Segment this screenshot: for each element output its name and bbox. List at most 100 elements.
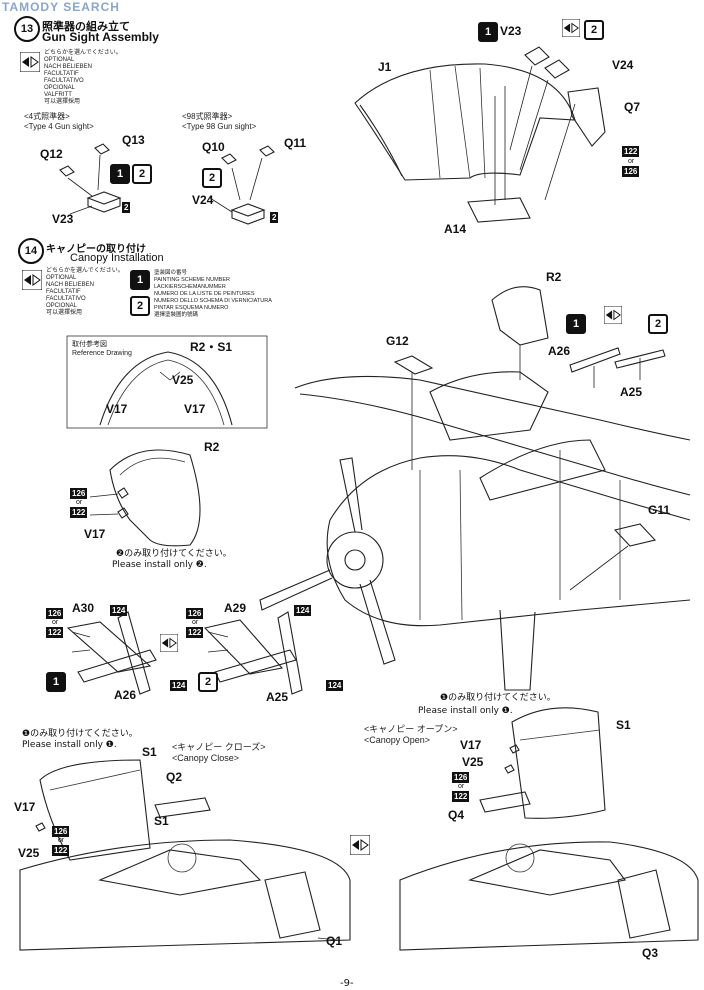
step-14-number: 14 xyxy=(18,238,44,264)
badge-122-top: 122 xyxy=(622,146,640,157)
part-s1-a: S1 xyxy=(142,745,157,759)
scheme-2-top-icon: 2 xyxy=(584,20,604,40)
badge-126-close: 126 xyxy=(52,826,70,837)
badge-122-rail-b: 122 xyxy=(186,627,204,638)
part-a25-b: A25 xyxy=(266,690,289,704)
or-open: or xyxy=(458,783,465,790)
canopy-open-label: <キャノピー オープン> <Canopy Open> xyxy=(364,724,458,745)
part-a30: A30 xyxy=(72,601,95,615)
or-canopy: or xyxy=(76,499,83,506)
step-13-number: 13 xyxy=(14,16,40,42)
scheme-2-icon: 2 xyxy=(132,164,152,184)
part-a25-a: A25 xyxy=(620,385,643,399)
part-v24-b: V24 xyxy=(612,58,634,72)
type98-label: <98式照準器> <Type 98 Gun sight> xyxy=(182,112,257,131)
part-q4: Q4 xyxy=(448,808,465,822)
scheme-2-rail-icon: 2 xyxy=(198,672,218,692)
badge-122-close: 122 xyxy=(52,845,70,856)
or-close: or xyxy=(58,837,65,844)
step-13-title-jp: 照準器の組み立て xyxy=(42,20,130,33)
or-rail-a: or xyxy=(52,619,59,626)
ref-v17-left: V17 xyxy=(106,402,128,416)
part-v23-b: V23 xyxy=(500,24,522,38)
install-only-1-jp-b: ❶のみ取り付けてください。 xyxy=(440,693,556,703)
optional-arrows-rail-icon xyxy=(159,633,179,653)
badge-126-top: 126 xyxy=(622,166,640,177)
part-q1: Q1 xyxy=(326,934,343,948)
type4-label: <4式照準器> <Type 4 Gun sight> xyxy=(24,112,94,131)
install-only-1-en-b: Please install only ❶. xyxy=(418,706,513,716)
optional-arrows-icon xyxy=(19,51,41,73)
part-r2-b: R2 xyxy=(546,270,562,284)
part-g12: G12 xyxy=(386,334,409,348)
badge-124-d: 124 xyxy=(326,680,344,691)
optional-arrows-mid-icon xyxy=(603,305,623,325)
or-rail-b: or xyxy=(192,619,199,626)
ref-v25: V25 xyxy=(172,373,194,387)
badge-124-a: 124 xyxy=(110,605,128,616)
part-v17-c: V17 xyxy=(460,738,482,752)
or-top: or xyxy=(628,158,635,165)
ref-r2-s1: R2・S1 xyxy=(190,340,233,354)
badge-2-b: 2 xyxy=(270,212,279,223)
badge-122-open: 122 xyxy=(452,791,470,802)
part-r2-a: R2 xyxy=(204,440,220,454)
part-a14: A14 xyxy=(444,222,467,236)
badge-122-canopy: 122 xyxy=(70,507,88,518)
part-q12: Q12 xyxy=(40,147,63,161)
part-v17-a: V17 xyxy=(84,527,106,541)
scheme-2-14-icon: 2 xyxy=(130,296,150,316)
install-only-1-en: Please install only ❶. xyxy=(22,740,117,750)
install-only-2-en: Please install only ❷. xyxy=(112,560,207,570)
optional-arrows-14-icon xyxy=(21,269,43,291)
part-q11: Q11 xyxy=(284,136,307,150)
part-j1: J1 xyxy=(378,60,392,74)
scheme-1-14-icon: 1 xyxy=(130,270,150,290)
part-q10: Q10 xyxy=(202,140,225,154)
step-13-optional-text: どちらかを選んでください。 OPTIONAL NACH BELIEBEN FAC… xyxy=(44,50,122,105)
optional-arrows-center-icon xyxy=(349,834,371,856)
install-only-1-jp: ❶のみ取り付けてください。 xyxy=(22,729,138,739)
part-v23-a: V23 xyxy=(52,212,74,226)
scheme-1-mid-icon: 1 xyxy=(566,314,586,334)
ref-v17-right: V17 xyxy=(184,402,206,416)
badge-124-c: 124 xyxy=(294,605,312,616)
scheme-1-top-icon: 1 xyxy=(478,22,498,42)
step-14-title-jp: キャノピーの取り付け xyxy=(46,244,146,255)
badge-124-b: 124 xyxy=(170,680,188,691)
part-q13: Q13 xyxy=(122,133,145,147)
badge-126-open: 126 xyxy=(452,772,470,783)
step-13-title-en: Gun Sight Assembly xyxy=(42,30,159,44)
scheme-2-icon-b: 2 xyxy=(202,168,222,188)
part-a29: A29 xyxy=(224,601,247,615)
site-watermark: TAMODY SEARCH xyxy=(2,0,120,14)
part-a26-a: A26 xyxy=(548,344,571,358)
part-v25-a: V25 xyxy=(18,846,40,860)
part-v24-a: V24 xyxy=(192,193,214,207)
scheme-1-rail-icon: 1 xyxy=(46,672,66,692)
badge-2-a: 2 xyxy=(122,202,131,213)
step-14-title-en: Canopy Installation xyxy=(70,252,164,264)
badge-126-canopy: 126 xyxy=(70,488,88,499)
painting-scheme-text: 塗装図の番号 PAINTING SCHEME NUMBER LACKIERSCH… xyxy=(154,270,272,318)
badge-126-rail-a: 126 xyxy=(46,608,64,619)
part-q7: Q7 xyxy=(624,100,641,114)
part-q2: Q2 xyxy=(166,770,183,784)
badge-126-rail-b: 126 xyxy=(186,608,204,619)
part-v25-b: V25 xyxy=(462,755,484,769)
install-only-2-jp: ❷のみ取り付けてください。 xyxy=(116,549,232,559)
part-q3: Q3 xyxy=(642,946,659,960)
canopy-close-label: <キャノピー クローズ> <Canopy Close> xyxy=(172,742,266,763)
part-s1-c: S1 xyxy=(616,718,631,732)
part-v17-b: V17 xyxy=(14,800,36,814)
scheme-1-icon: 1 xyxy=(110,164,130,184)
part-g11: G11 xyxy=(648,503,671,517)
badge-122-rail-a: 122 xyxy=(46,627,64,638)
scheme-2-mid-icon: 2 xyxy=(648,314,668,334)
optional-arrows-top-icon xyxy=(561,18,581,38)
part-s1-b: S1 xyxy=(154,814,169,828)
reference-drawing-title: 取付参考図 Reference Drawing xyxy=(72,341,132,357)
page-number: -9- xyxy=(340,978,354,989)
part-a26-b: A26 xyxy=(114,688,137,702)
